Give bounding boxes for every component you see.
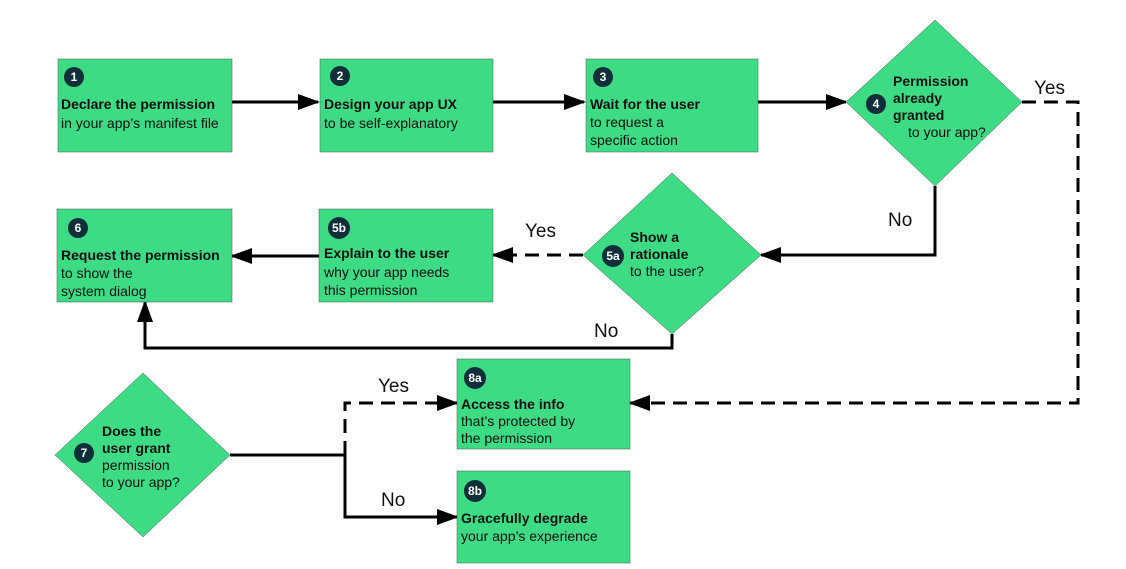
node-3-badge-number: 3 [600, 70, 607, 84]
edge-4-yes-to-8a [628, 100, 1080, 411]
node-7-line-2: to your app? [102, 474, 180, 490]
node-6-title: Request the permission [61, 247, 220, 263]
node-5a-title-line-1: Show a [630, 229, 679, 245]
node-1-title: Declare the permission [61, 96, 215, 112]
node-8a-badge-number: 8a [468, 371, 482, 385]
node-3-wait-for-user: 3 Wait for the user to request a specifi… [585, 58, 759, 153]
edge-label-5a-no: No [594, 321, 618, 342]
node-7-badge [74, 443, 94, 463]
node-7-title-line-2: user grant [102, 440, 171, 456]
node-5a-line-1: to the user? [630, 263, 704, 279]
node-6-request-permission: 6 Request the permission to show the sys… [56, 208, 233, 303]
node-5b-title: Explain to the user [324, 245, 450, 261]
node-6-badge-number: 6 [75, 221, 82, 235]
node-5a-title-line-2: rationale [630, 246, 689, 262]
node-2-design-ux: 2 Design your app UX to be self-explanat… [319, 58, 494, 153]
node-5b-badge [328, 217, 350, 239]
node-8a-title: Access the info [461, 396, 564, 412]
node-8a-line-2: the permission [461, 430, 552, 446]
node-3-line-1: to request a [590, 114, 664, 130]
node-2-line-1: to be self-explanatory [324, 115, 458, 131]
node-2-title: Design your app UX [324, 96, 458, 112]
node-1-badge-number: 1 [71, 70, 78, 84]
edge-4-no-to-5a [759, 186, 937, 263]
node-8b-gracefully-degrade: 8b Gracefully degrade your app’s experie… [456, 470, 631, 564]
node-5a-badge-number: 5a [606, 249, 620, 263]
edge-label-7-no: No [381, 490, 405, 511]
node-5b-line-1: why your app needs [323, 264, 449, 280]
edge-label-4-no: No [888, 210, 912, 231]
node-6-line-2: system dialog [61, 283, 147, 299]
node-3-line-2: specific action [590, 132, 678, 148]
edge-7-no-to-8b [343, 455, 459, 525]
node-4-badge [866, 94, 886, 114]
node-5b-explain-to-user: 5b Explain to the user why your app need… [318, 208, 494, 303]
node-2-badge [330, 66, 350, 86]
node-8b-badge-number: 8b [468, 484, 482, 498]
node-1-badge [64, 67, 84, 87]
node-4-badge-number: 4 [873, 97, 880, 111]
node-8b-line-1: your app’s experience [461, 528, 598, 544]
node-8a-line-1: that’s protected by [461, 413, 575, 429]
node-4-permission-granted-decision: 4 Permission already granted to your app… [845, 19, 1023, 187]
edge-5a-no-to-6 [137, 300, 674, 350]
node-6-badge [68, 218, 88, 238]
edge-label-7-yes: Yes [378, 376, 409, 397]
edge-label-4-yes: Yes [1034, 78, 1065, 99]
node-1-declare-permission: 1 Declare the permission in your app’s m… [57, 58, 233, 153]
node-4-title-line-3: granted [893, 107, 944, 123]
node-4-line-1: to your app? [908, 124, 986, 140]
edge-7-yes-to-8a [343, 395, 459, 455]
node-3-title: Wait for the user [590, 96, 700, 112]
node-8a-access-info: 8a Access the info that’s protected by t… [456, 358, 631, 450]
node-7-badge-number: 7 [81, 446, 88, 460]
node-1-line-1: in your app’s manifest file [61, 115, 219, 131]
node-5b-badge-number: 5b [332, 221, 346, 235]
node-7-user-grant-decision: 7 Does the user grant permission to your… [54, 372, 231, 538]
node-4-title-line-1: Permission [893, 73, 968, 89]
node-5b-line-2: this permission [324, 282, 417, 298]
edges [137, 94, 1080, 525]
edge-label-5a-yes: Yes [525, 221, 556, 242]
edge-labels: Yes No Yes No Yes No [378, 78, 1065, 511]
node-5a-badge [602, 245, 624, 267]
node-8b-title: Gracefully degrade [461, 510, 588, 526]
node-6-line-1: to show the [61, 265, 133, 281]
node-8b-badge [464, 480, 486, 502]
node-8a-badge [464, 367, 486, 389]
node-7-title-line-1: Does the [102, 423, 161, 439]
node-5a-show-rationale-decision: 5a Show a rationale to the user? [582, 172, 762, 335]
node-2-badge-number: 2 [337, 69, 344, 83]
node-4-title-line-2: already [893, 90, 942, 106]
node-3-badge [593, 67, 613, 87]
node-7-line-1: permission [102, 457, 170, 473]
